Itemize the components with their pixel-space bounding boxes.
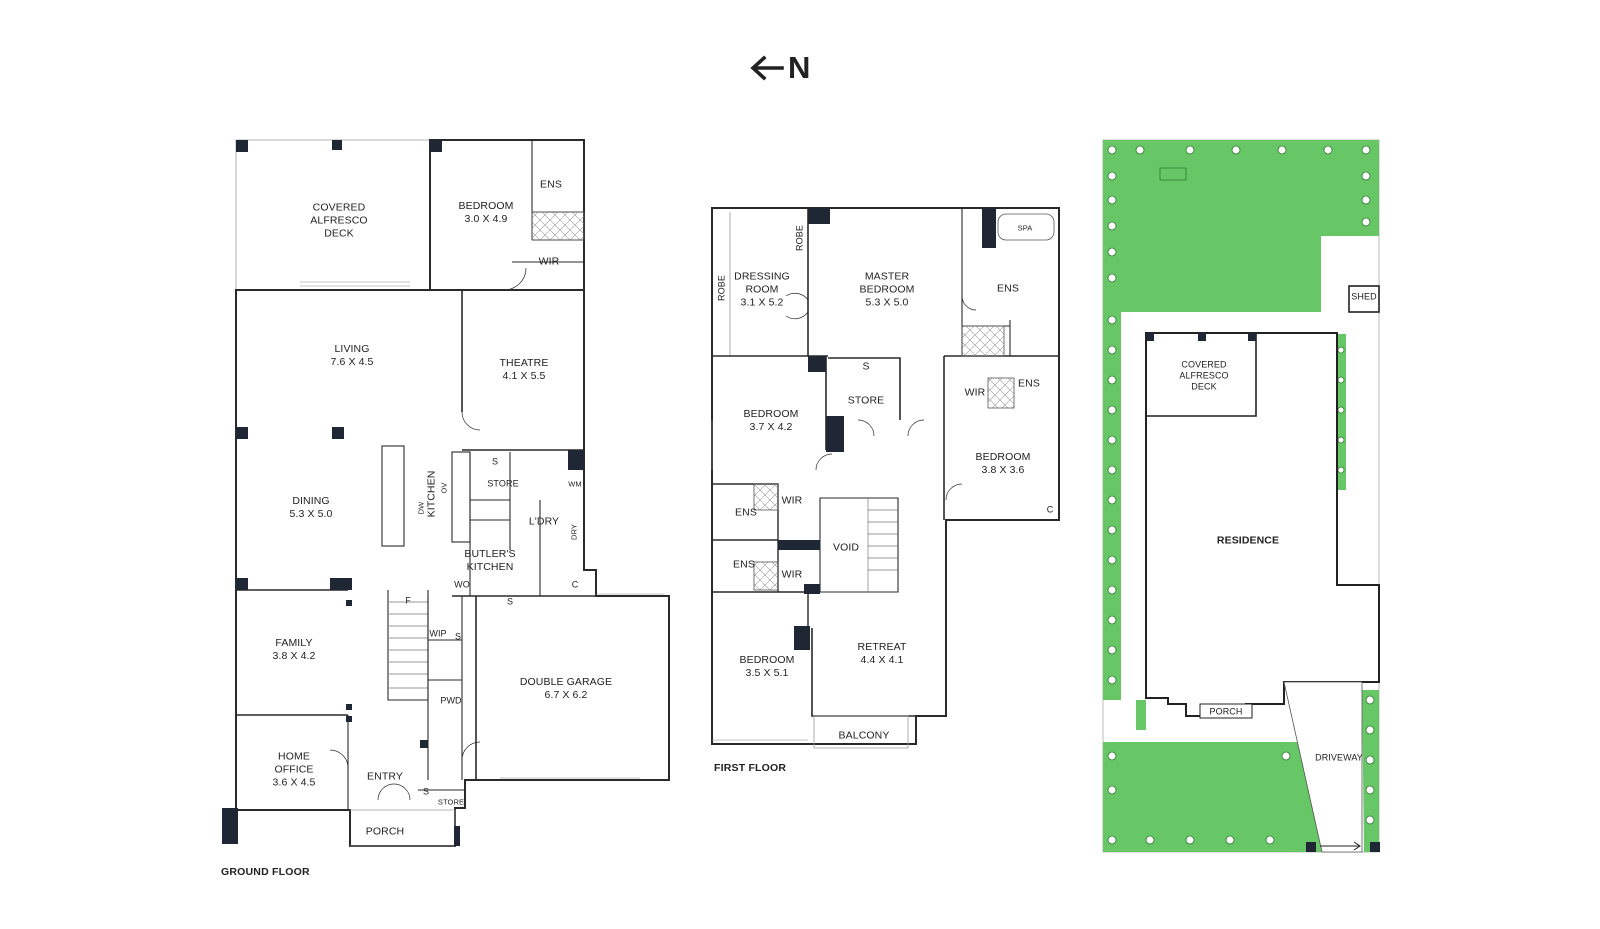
gf-wo-label: WO — [454, 579, 470, 590]
first-floor-title: FIRST FLOOR — [714, 762, 787, 774]
site-shed-label: SHED — [1351, 291, 1377, 302]
gf-wip-label: WIP — [429, 628, 447, 639]
ff-bedroom-a-label: BEDROOM 3.7 X 4.2 — [743, 408, 799, 433]
first-floor-plan — [711, 207, 1060, 749]
ff-bedroom-b-label: BEDROOM 3.8 X 3.6 — [975, 451, 1031, 476]
ff-void-label: VOID — [832, 541, 860, 554]
ground-floor-plan — [235, 139, 670, 847]
site-plan — [1102, 139, 1380, 853]
ff-balcony-label: BALCONY — [838, 729, 890, 742]
gf-f-label: F — [405, 595, 411, 606]
gf-c-label: C — [571, 579, 579, 590]
ground-floor-title: GROUND FLOOR — [221, 866, 310, 878]
gf-store-label: STORE — [487, 478, 519, 489]
gf-store-entry-label: STORE — [437, 797, 465, 807]
gf-s-entry-label: S — [422, 786, 430, 797]
first-floor-columns — [778, 208, 996, 650]
ff-master-bedroom-label: MASTER BEDROOM 5.3 X 5.0 — [859, 270, 915, 309]
gf-s-garage-label: S — [506, 596, 514, 607]
ff-ens-right-label: ENS — [1018, 377, 1040, 390]
gf-wir-label: WIR — [538, 255, 560, 268]
ff-store-label: STORE — [847, 394, 885, 407]
site-covered-alfresco-label: COVERED ALFRESCO DECK — [1179, 359, 1229, 392]
gf-dry-label: DRY — [569, 524, 579, 540]
gf-s-wip-label: S — [454, 631, 462, 642]
gf-porch-label: PORCH — [365, 825, 405, 838]
ff-wir-b-label: WIR — [781, 568, 803, 581]
gf-s-store-label: S — [491, 456, 499, 467]
gf-dining-label: DINING 5.3 X 5.0 — [289, 495, 333, 520]
gf-ldry-label: L'DRY — [528, 515, 560, 528]
ff-robe-left-label: ROBE — [716, 275, 727, 301]
ff-dressing-room-label: DRESSING ROOM 3.1 X 5.2 — [734, 270, 790, 309]
ff-ens-a-label: ENS — [735, 506, 757, 519]
ff-ens-b-label: ENS — [733, 558, 755, 571]
gf-bedroom-label: BEDROOM 3.0 X 4.9 — [458, 200, 514, 225]
ff-c-label: C — [1046, 504, 1054, 515]
site-residence-label: RESIDENCE — [1216, 534, 1280, 547]
gf-ens-label: ENS — [540, 178, 562, 191]
gf-wm-label: WM — [568, 479, 582, 489]
ff-wir-right-label: WIR — [964, 386, 986, 399]
ground-floor-columns — [222, 140, 584, 846]
ff-wir-a-label: WIR — [781, 494, 803, 507]
north-label: N — [788, 50, 811, 85]
arrow-left-icon — [750, 55, 784, 81]
gf-double-garage-label: DOUBLE GARAGE 6.7 X 6.2 — [519, 676, 613, 701]
gf-pwd-label: PWD — [440, 695, 462, 706]
site-porch-label: PORCH — [1209, 706, 1243, 717]
gf-kitchen-label: KITCHEN — [425, 470, 438, 518]
gf-living-label: LIVING 7.6 X 4.5 — [330, 343, 374, 368]
gf-home-office-label: HOME OFFICE 3.6 X 4.5 — [272, 750, 316, 789]
ff-ens-master-label: ENS — [997, 282, 1019, 295]
ff-retreat-label: RETREAT 4.4 X 4.1 — [857, 641, 907, 666]
ff-s-label: S — [862, 360, 870, 373]
ff-bedroom-c-label: BEDROOM 3.5 X 5.1 — [739, 654, 795, 679]
gf-family-label: FAMILY 3.8 X 4.2 — [272, 637, 316, 662]
site-driveway-label: DRIVEWAY — [1315, 752, 1363, 763]
gf-theatre-label: THEATRE 4.1 X 5.5 — [499, 357, 549, 382]
gf-butlers-kitchen-label: BUTLER'S KITCHEN — [464, 548, 516, 573]
gf-entry-label: ENTRY — [367, 770, 403, 783]
north-indicator: N — [748, 48, 810, 88]
ff-spa-label: SPA — [1017, 223, 1033, 233]
gf-ov-label: OV — [439, 482, 449, 494]
ff-robe-top-label: ROBE — [794, 225, 805, 251]
gf-covered-alfresco-label: COVERED ALFRESCO DECK — [310, 201, 368, 240]
gf-dw-label: DW — [416, 501, 426, 515]
